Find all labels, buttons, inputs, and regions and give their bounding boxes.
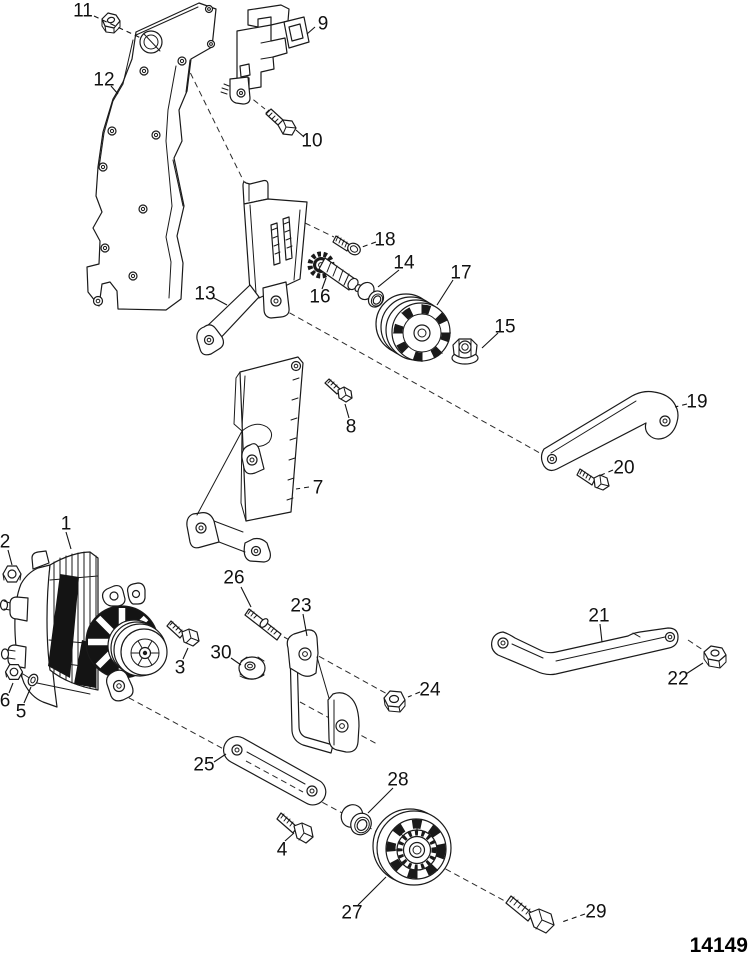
drawing-number: 14149 xyxy=(690,934,748,954)
callout-leader-11 xyxy=(93,15,144,40)
callout-leader-10 xyxy=(295,129,305,138)
bolt-20-drawing xyxy=(576,468,610,491)
callout-leader-18 xyxy=(361,241,377,248)
callout-leader-1 xyxy=(65,531,72,550)
callout-leader-29 xyxy=(561,913,586,923)
bracket-13-drawing xyxy=(196,179,308,356)
callout-leader-21 xyxy=(599,623,603,643)
bracket-7-drawing xyxy=(186,356,304,563)
callout-leader-3 xyxy=(182,647,189,660)
part-callout-11: 11 xyxy=(73,1,93,22)
part-callout-7: 7 xyxy=(313,478,324,499)
callout-leader-17 xyxy=(436,279,454,306)
part-callout-8: 8 xyxy=(346,417,357,438)
bracket-9-drawing xyxy=(220,4,310,105)
part-callout-9: 9 xyxy=(318,14,329,35)
callout-leader-7 xyxy=(295,486,310,490)
part-callout-16: 16 xyxy=(309,287,330,308)
part-callout-12: 12 xyxy=(93,70,114,91)
callout-leader-5 xyxy=(23,686,32,704)
stud-26-drawing xyxy=(244,608,282,641)
pulley-27-drawing xyxy=(372,808,452,886)
bracket-25-drawing xyxy=(222,735,327,806)
nut-11-drawing xyxy=(101,12,121,34)
part-callout-19: 19 xyxy=(686,392,707,413)
callout-leader-20 xyxy=(598,469,614,477)
callout-leader-4 xyxy=(284,832,295,842)
part-callout-30: 30 xyxy=(210,643,231,664)
part-callout-24: 24 xyxy=(419,680,441,701)
callout-leader-13 xyxy=(213,297,228,306)
callout-leader-15 xyxy=(481,332,499,349)
part-callout-15: 15 xyxy=(494,317,515,338)
bushing-28-drawing xyxy=(340,804,372,836)
arm-19-drawing xyxy=(540,390,679,472)
callout-leader-6 xyxy=(8,682,14,694)
bolt-29-drawing xyxy=(505,895,555,934)
callout-leader-8 xyxy=(344,403,350,419)
part-callout-18: 18 xyxy=(374,230,395,251)
callout-layer: 1234567891011121314151617181920212223242… xyxy=(0,1,708,924)
alternator-drawing xyxy=(0,550,168,708)
bolt-8-drawing xyxy=(324,378,353,403)
callout-leader-12 xyxy=(110,85,119,95)
bolt-10-drawing xyxy=(265,108,297,136)
part-callout-5: 5 xyxy=(16,702,27,723)
callout-leader-28 xyxy=(367,787,394,814)
part-callout-10: 10 xyxy=(301,131,322,152)
part-callout-23: 23 xyxy=(290,596,311,617)
callout-leader-19 xyxy=(674,403,688,408)
bracket-23-drawing xyxy=(286,629,360,754)
part-callout-26: 26 xyxy=(223,568,244,589)
part-callout-14: 14 xyxy=(393,253,415,274)
strap-21-drawing xyxy=(491,627,679,676)
callout-leader-22 xyxy=(685,662,704,675)
callout-leader-24 xyxy=(407,691,421,698)
bolt-18-drawing xyxy=(332,235,361,256)
nut-22-drawing xyxy=(703,645,727,669)
part-callout-27: 27 xyxy=(341,903,362,924)
nut-15-drawing xyxy=(451,338,479,365)
part-callout-2: 2 xyxy=(0,532,10,553)
part-callout-25: 25 xyxy=(193,755,214,776)
part-callout-20: 20 xyxy=(613,458,634,479)
part-callout-28: 28 xyxy=(387,770,408,791)
callout-leader-23 xyxy=(302,613,308,637)
part-callout-17: 17 xyxy=(450,263,471,284)
part-callout-6: 6 xyxy=(0,691,10,712)
callout-leader-30 xyxy=(230,657,242,666)
callout-leader-14 xyxy=(377,269,400,288)
mounting-plate-drawing xyxy=(86,2,217,311)
washer-5-drawing xyxy=(27,673,39,687)
part-callout-3: 3 xyxy=(175,658,186,679)
callout-leader-26 xyxy=(240,586,252,608)
callout-leader-25 xyxy=(213,753,227,763)
part-callout-1: 1 xyxy=(61,514,72,535)
part-callout-22: 22 xyxy=(667,669,688,690)
bushing-14-drawing xyxy=(357,281,385,308)
nut-24-drawing xyxy=(383,690,406,713)
nut-6-drawing xyxy=(4,664,24,680)
bolt-4-drawing xyxy=(276,812,314,844)
callout-leader-16 xyxy=(321,277,327,290)
nut-2-drawing xyxy=(2,565,22,583)
assembly-axis-over-bracket xyxy=(245,760,304,793)
part-callout-13: 13 xyxy=(194,284,215,305)
part-callout-29: 29 xyxy=(585,902,606,923)
callout-leader-2 xyxy=(7,549,13,566)
nut-30-drawing xyxy=(238,656,266,680)
part-callout-4: 4 xyxy=(277,840,288,861)
bolt-3-drawing xyxy=(166,620,200,647)
pulley-17-drawing xyxy=(375,293,451,362)
callout-leader-9 xyxy=(306,26,316,35)
callout-leader-27 xyxy=(357,876,387,906)
part-callout-21: 21 xyxy=(588,606,609,627)
